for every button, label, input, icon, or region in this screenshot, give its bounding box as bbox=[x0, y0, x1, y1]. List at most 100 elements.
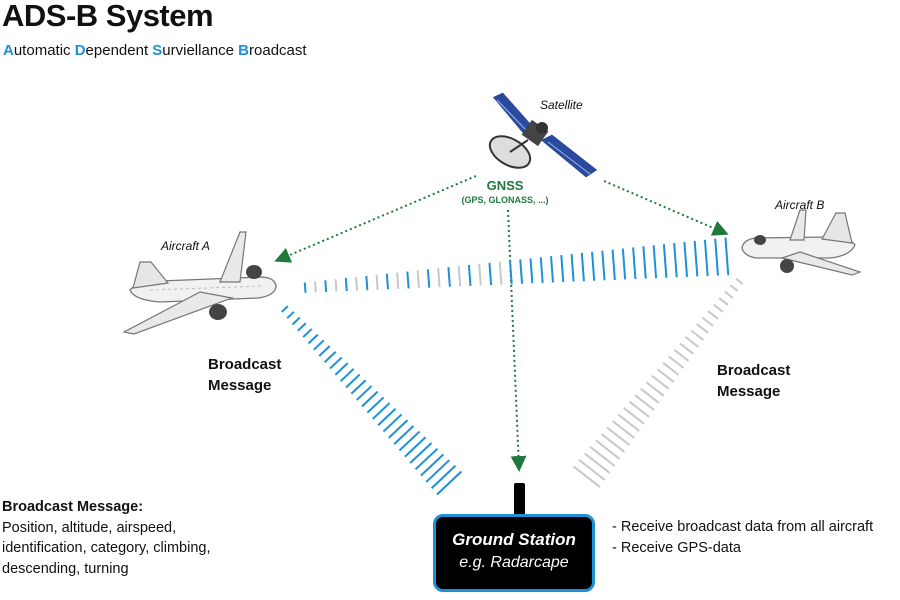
wave-tick bbox=[724, 290, 734, 299]
wave-tick bbox=[388, 419, 409, 439]
wave-tick bbox=[375, 274, 379, 290]
gnss-arrow-to-aircraft-b bbox=[603, 180, 729, 236]
wave-tick bbox=[651, 374, 670, 390]
wave-tick bbox=[600, 433, 626, 453]
wave-tick bbox=[724, 237, 730, 276]
wave-tick bbox=[662, 362, 680, 376]
wave-tick bbox=[623, 407, 645, 425]
wave-tick bbox=[404, 436, 427, 458]
subtitle-word-a: utomatic bbox=[13, 42, 75, 59]
wave-tick bbox=[595, 439, 621, 460]
wave-tick bbox=[398, 430, 421, 452]
gnss-subtitle: (GPS, GLONASS, ...) bbox=[461, 195, 549, 205]
wave-tick bbox=[617, 413, 640, 432]
broadcast-wave-a-to-ground bbox=[281, 305, 463, 496]
broadcast-message-note: Broadcast Message: Position, altitude, a… bbox=[2, 497, 210, 579]
wave-tick bbox=[425, 459, 451, 483]
wave-tick bbox=[385, 273, 390, 290]
wave-tick bbox=[668, 355, 685, 369]
wave-tick bbox=[601, 250, 606, 281]
wave-tick bbox=[406, 271, 410, 289]
wave-tick bbox=[467, 264, 472, 286]
wave-tick bbox=[350, 379, 367, 395]
wave-tick bbox=[281, 305, 289, 313]
ground-station-antenna bbox=[514, 483, 525, 517]
wave-tick bbox=[735, 277, 744, 285]
broadcast-a-line-2: Message bbox=[208, 377, 272, 394]
wave-tick bbox=[612, 420, 635, 439]
wave-tick bbox=[366, 396, 385, 414]
wave-tick bbox=[329, 356, 343, 370]
wave-tick bbox=[361, 390, 379, 408]
subtitle-initial-b: B bbox=[238, 42, 250, 59]
wave-tick bbox=[307, 333, 319, 345]
ground-station-example: e.g. Radarcape bbox=[459, 554, 569, 571]
aircraft-b-label: Aircraft B bbox=[775, 198, 825, 212]
wave-tick bbox=[430, 465, 457, 489]
wave-tick bbox=[488, 262, 493, 286]
wave-tick bbox=[372, 402, 391, 420]
note-line-3: descending, turning bbox=[2, 560, 129, 577]
wave-tick bbox=[334, 362, 349, 376]
wave-tick bbox=[447, 267, 451, 287]
note-line-1: Position, altitude, airspeed, bbox=[2, 519, 177, 536]
wave-tick bbox=[679, 342, 695, 355]
wave-tick bbox=[539, 257, 544, 283]
wave-tick bbox=[344, 278, 348, 292]
wave-tick bbox=[377, 408, 397, 426]
wave-tick bbox=[662, 244, 668, 278]
wave-tick bbox=[693, 240, 699, 277]
wave-tick bbox=[303, 282, 307, 293]
aircraft-b-icon bbox=[741, 209, 862, 276]
wave-tick bbox=[707, 310, 719, 320]
wave-tick bbox=[634, 394, 655, 411]
wave-tick bbox=[718, 297, 729, 306]
wave-tick bbox=[578, 459, 606, 481]
wave-tick bbox=[420, 453, 445, 477]
broadcast-b-line-1: Broadcast bbox=[717, 362, 791, 379]
wave-tick bbox=[584, 452, 611, 474]
ground-station-notes: - Receive broadcast data from all aircra… bbox=[612, 517, 873, 559]
wave-tick bbox=[642, 246, 647, 279]
note-heading: Broadcast Message: bbox=[2, 499, 144, 515]
wave-tick bbox=[591, 251, 596, 281]
ground-station-box: Ground Station e.g. Radarcape bbox=[433, 514, 595, 592]
wave-tick bbox=[414, 447, 439, 471]
wave-tick bbox=[580, 252, 585, 282]
wave-tick bbox=[286, 311, 295, 319]
broadcast-wave-a-to-b bbox=[303, 237, 730, 293]
wave-tick bbox=[560, 255, 565, 283]
wave-tick bbox=[334, 279, 338, 292]
wave-tick bbox=[323, 350, 337, 364]
satellite-icon bbox=[488, 91, 599, 179]
gnss-title: GNSS bbox=[486, 178, 524, 193]
wave-tick bbox=[652, 245, 658, 279]
wave-tick bbox=[690, 329, 704, 341]
wave-tick bbox=[324, 280, 328, 292]
subtitle-initial-s: S bbox=[152, 42, 163, 59]
aircraft-a-icon bbox=[122, 231, 277, 335]
wave-tick bbox=[345, 373, 361, 389]
wave-tick bbox=[640, 387, 660, 404]
broadcast-a-line-1: Broadcast bbox=[208, 356, 282, 373]
wave-tick bbox=[478, 263, 482, 286]
wave-tick bbox=[365, 275, 369, 291]
broadcast-wave-b-to-ground bbox=[572, 277, 744, 488]
page-title: ADS-B System bbox=[2, 0, 214, 33]
wave-tick bbox=[656, 368, 675, 383]
wave-tick bbox=[416, 270, 420, 289]
wave-tick bbox=[302, 328, 313, 338]
subtitle-initial-d: D bbox=[74, 42, 86, 59]
wave-tick bbox=[356, 385, 373, 401]
wave-tick bbox=[508, 260, 513, 285]
wave-tick bbox=[529, 258, 534, 284]
wave-tick bbox=[714, 238, 719, 276]
wave-tick bbox=[393, 425, 415, 445]
wave-tick bbox=[314, 281, 317, 293]
subtitle-word-b: roadcast bbox=[249, 42, 307, 59]
wave-tick bbox=[318, 345, 331, 357]
subtitle-initial-a: A bbox=[3, 42, 14, 59]
subtitle-word-d: ependent bbox=[85, 42, 153, 59]
broadcast-message-label-a: Broadcast Message bbox=[208, 354, 281, 396]
wave-tick bbox=[457, 265, 462, 287]
